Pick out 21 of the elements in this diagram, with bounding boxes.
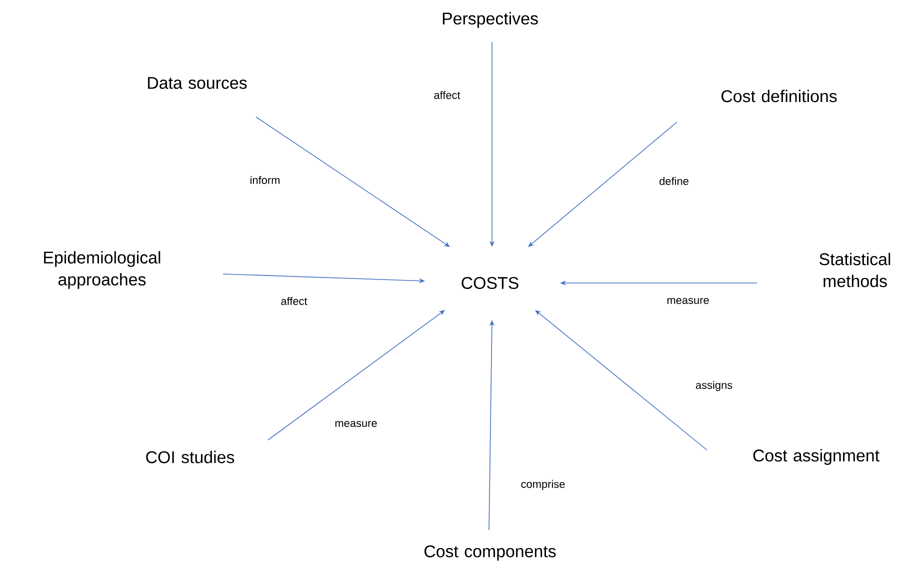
arrow: [528, 122, 678, 247]
arrow: [268, 310, 445, 440]
edge-label: affect: [432, 90, 462, 100]
concept-label: Data sources: [148, 77, 247, 89]
concept-label: Statistical methods: [820, 252, 890, 288]
arrow: [535, 310, 708, 450]
edge-label: affect: [280, 296, 308, 306]
edge-label: inform: [248, 174, 282, 186]
edge-label: comprise: [520, 478, 566, 492]
edge-label: define: [658, 176, 690, 186]
edge-label: measure: [334, 420, 378, 428]
concept-label: Cost definitions: [722, 90, 837, 102]
concept-label: COSTS: [462, 277, 518, 289]
concept-label: Perspectives: [442, 12, 538, 28]
arrow: [256, 116, 450, 247]
concept-label: Cost components: [424, 545, 556, 561]
concept-label: Epidemiological approaches: [44, 251, 160, 289]
edge-label: measure: [666, 297, 710, 305]
concept-label: Cost assignment: [753, 449, 880, 465]
concept-label: COI studies: [146, 450, 234, 464]
edge-label: assigns: [694, 380, 734, 392]
